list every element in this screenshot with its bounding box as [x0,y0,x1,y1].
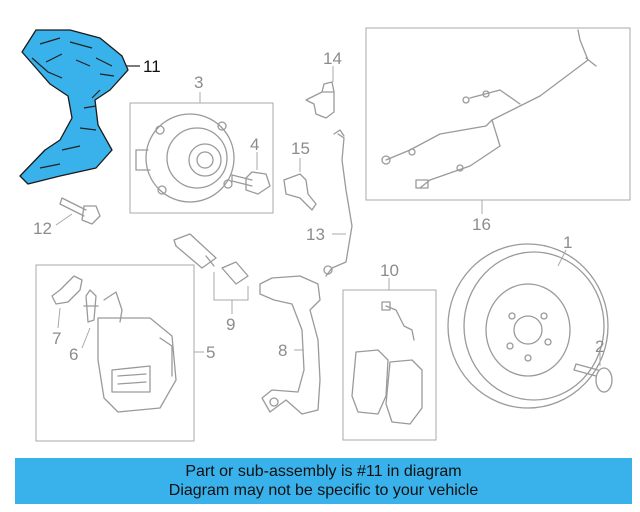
callout-13: 13 [306,225,325,244]
callout-3: 3 [194,73,203,92]
callout-2: 2 [595,337,604,356]
part-12-bolt[interactable] [59,197,101,225]
part-6-bleeder-screw[interactable] [83,289,99,323]
exploded-parts-diagram: 11 3 4 14 15 12 [19,27,631,442]
part-15-bracket[interactable] [283,173,317,211]
callout-12: 12 [33,219,52,238]
part-1-brake-rotor[interactable] [447,243,609,409]
part-10-brake-pads[interactable] [342,289,437,441]
part-13-brake-hose[interactable] [323,129,353,277]
callout-8: 8 [278,341,287,360]
callout-14: 14 [323,49,342,68]
callout-6: 6 [69,345,78,364]
part-7-cap[interactable] [51,275,83,305]
callout-15: 15 [291,139,310,158]
part-5-brake-caliper[interactable] [35,264,195,442]
part-8-caliper-bracket[interactable] [259,275,321,415]
callout-11: 11 [143,57,161,76]
banner-line-1: Part or sub-assembly is #11 in diagram [185,463,462,480]
part-11-dust-shield[interactable] [19,29,129,185]
callout-9: 9 [226,315,235,334]
part-9-guide-bolts[interactable] [173,233,249,285]
part-4-hub-bolt[interactable] [231,171,271,195]
callout-4: 4 [250,135,259,154]
part-16-sensor-harness[interactable] [365,27,631,201]
callout-5: 5 [206,343,215,362]
part-2-screw[interactable] [573,363,613,393]
callout-7: 7 [52,329,61,348]
part-3-wheel-hub[interactable] [129,102,274,214]
callout-1: 1 [563,233,572,252]
callout-16: 16 [472,215,491,234]
banner-line-2: Diagram may not be specific to your vehi… [168,482,479,499]
callout-10: 10 [380,261,399,280]
dust-shield-body [19,29,129,185]
info-banner: Part or sub-assembly is #11 in diagram D… [15,458,632,504]
part-14-bracket[interactable] [305,81,335,119]
